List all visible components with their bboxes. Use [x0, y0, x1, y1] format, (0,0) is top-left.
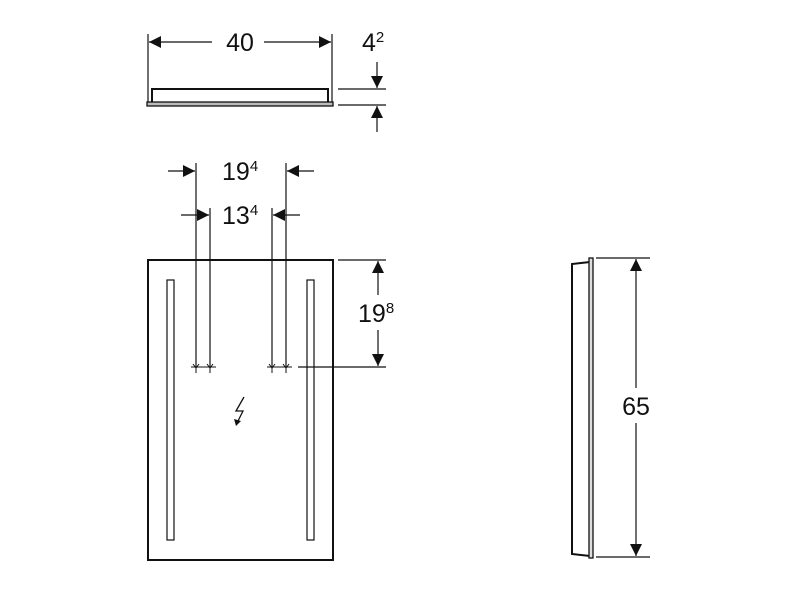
mirror-body-top [151, 88, 329, 103]
outlet-height-dimension: 198 [358, 300, 394, 328]
led-strip-left [166, 279, 175, 541]
electrical-connection-icon [234, 396, 245, 426]
mirror-body-side [571, 261, 591, 557]
height-dimension: 65 [622, 393, 650, 421]
mirror-plate-top [146, 101, 334, 107]
outer-spacing-dimension: 194 [222, 158, 258, 186]
led-strip-right [306, 279, 315, 541]
power-outlet-icon [191, 359, 292, 373]
front-view: 194 134 198 [147, 158, 394, 561]
inner-spacing-dimension: 134 [222, 202, 258, 230]
mirror-front [147, 259, 334, 561]
mirror-plate-side [588, 257, 594, 559]
depth-dimension: 42 [362, 29, 384, 57]
top-view: 40 42 [146, 29, 386, 132]
side-view: 65 [571, 257, 650, 559]
width-dimension: 40 [226, 29, 254, 57]
